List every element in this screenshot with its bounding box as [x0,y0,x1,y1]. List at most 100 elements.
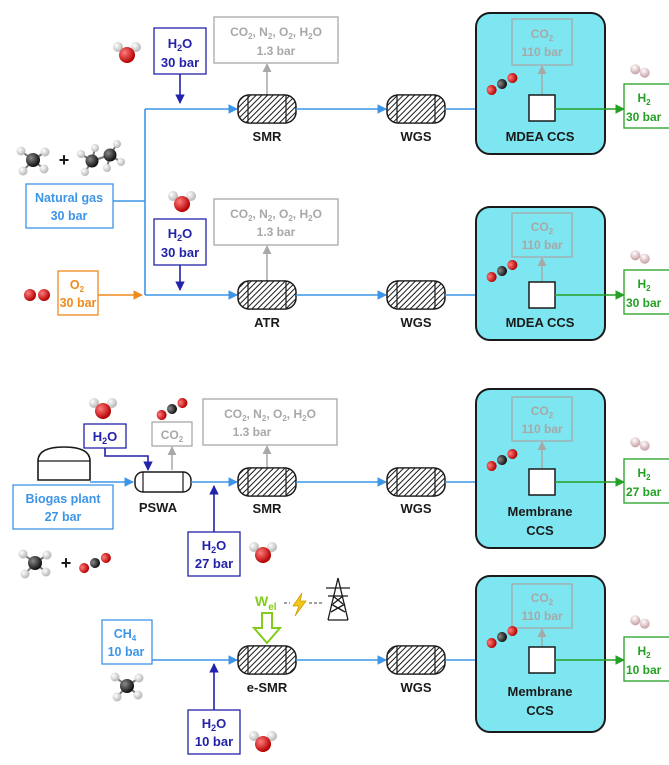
ccs-pressure: 110 bar [521,45,563,59]
h2-product-box [623,269,669,315]
biogas-water-line [104,448,153,471]
water-feed-box [153,218,207,266]
h2-product-box [623,83,669,129]
co2-molecule-icon [486,73,518,95]
exhaust-pressure: 1.3 bar [233,425,272,439]
ccs-unit [475,206,606,341]
water-pressure: 30 bar [161,55,199,70]
oxygen-molecule-icon [24,289,50,301]
h2-product-box [623,458,669,504]
reactor-label: SMR [253,129,283,144]
ccs-label: MDEA CCS [506,315,575,330]
ccs-co2: CO2 [531,591,554,607]
ccs-separator [528,646,556,674]
shift-label: WGS [400,315,431,330]
exhaust-box [213,198,339,246]
water-molecule-icon [249,731,277,752]
h2-pressure: 30 bar [626,110,662,124]
oxygen-box [57,270,99,316]
reactor-label: SMR [253,501,283,516]
biogas-plus: + [61,553,72,573]
reactor-label: ATR [254,315,280,330]
ccs-label-line2: CCS [526,523,554,538]
natural-gas-feed: + Natural gas 30 bar O2 30 bar [16,109,146,316]
water-molecule-icon [89,398,117,419]
exhaust-pressure: 1.3 bar [257,225,296,239]
water-pressure: 27 bar [195,556,233,571]
exhaust-box [213,16,339,64]
water-formula: H2O [202,716,227,733]
exhaust-pressure: 1.3 bar [257,44,296,58]
row-atr: H2O 30 bar CO2, N2, O2, H2O 1.3 bar ATR … [145,191,669,341]
water-formula: H2O [168,36,193,53]
h2-pressure: 27 bar [626,485,662,499]
exhaust-species: CO2, N2, O2, H2O [230,25,322,41]
hydrogen-molecule-icon [630,64,650,78]
ccs-pressure: 110 bar [521,609,563,623]
co2-output-box [511,396,573,442]
biogas-plant-box [12,484,114,530]
exhaust-box [202,398,338,446]
ccs-label-line1: Membrane [507,684,572,699]
ccs-pressure: 110 bar [521,238,563,252]
ccs-unit [475,12,606,155]
water-feed-box [153,27,207,75]
natural-gas-label: Natural gas [35,191,103,205]
shift-label: WGS [400,129,431,144]
h2-pressure: 10 bar [626,663,662,677]
water-molecule-icon [113,42,141,63]
co2-molecule-icon [486,626,518,648]
co2-output-box [511,18,573,66]
water-formula: H2O [202,538,227,555]
exhaust-species: CO2, N2, O2, H2O [224,407,316,423]
biogas-water-formula: H2O [93,429,118,446]
ccs-separator [528,94,556,122]
hydrogen-molecule-icon [630,437,650,451]
electric-work-arrow [251,612,283,645]
oxygen-pressure: 30 bar [60,296,97,310]
co2-molecule-icon [79,552,111,574]
ccs-co2: CO2 [531,404,554,420]
ccs-label-line1: Membrane [507,504,572,519]
co2-molecule-icon [486,449,518,471]
methane-pressure: 10 bar [108,645,145,659]
methane-molecule-icon [110,672,144,702]
water-formula: H2O [168,226,193,243]
biogas-plant-pressure: 27 bar [45,510,82,524]
power-pylon-icon [326,577,350,621]
water-pressure: 10 bar [195,734,233,749]
methane-formula: CH4 [114,627,137,643]
pswa-co2-box [151,421,193,447]
water-feed-box [187,709,241,755]
co2-output-box [511,583,573,629]
co2-output-box [511,212,573,258]
ccs-label-line2: CCS [526,703,554,718]
biogas-plant-label: Biogas plant [25,492,101,506]
h2-product-box [623,636,669,682]
co2-molecule-icon [486,260,518,282]
biogas-water-box [83,423,127,449]
ccs-label: MDEA CCS [506,129,575,144]
pswa-co2: CO2 [161,428,184,444]
methane-feed-box [101,619,153,665]
methane-molecule-icon [18,549,52,579]
natural-gas-pressure: 30 bar [51,209,88,223]
ccs-separator [528,468,556,496]
shift-label: WGS [400,680,431,695]
pswa-label: PSWA [139,500,178,515]
lightning-icon [292,592,307,617]
ccs-co2: CO2 [531,27,554,43]
shift-label: WGS [400,501,431,516]
water-feed-box [187,531,241,577]
biogas-tank-icon [37,446,91,481]
h2-pressure: 30 bar [626,296,662,310]
electric-work-label: Wel [255,593,277,613]
row-smr: H2O 30 bar CO2, N2, O2, H2O 1.3 bar SMR … [113,12,669,155]
ethane-molecule-icon [77,140,125,176]
exhaust-species: CO2, N2, O2, H2O [230,207,322,223]
row-biogas-smr: H2O CO2 CO2, N2, O2, H2O 1.3 bar Biogas … [12,388,669,579]
row-e-smr: Wel CH4 10 bar H2O 10 bar e-SMR [101,575,669,755]
reactor-label: e-SMR [247,680,288,695]
co2-molecule-icon [156,398,188,420]
